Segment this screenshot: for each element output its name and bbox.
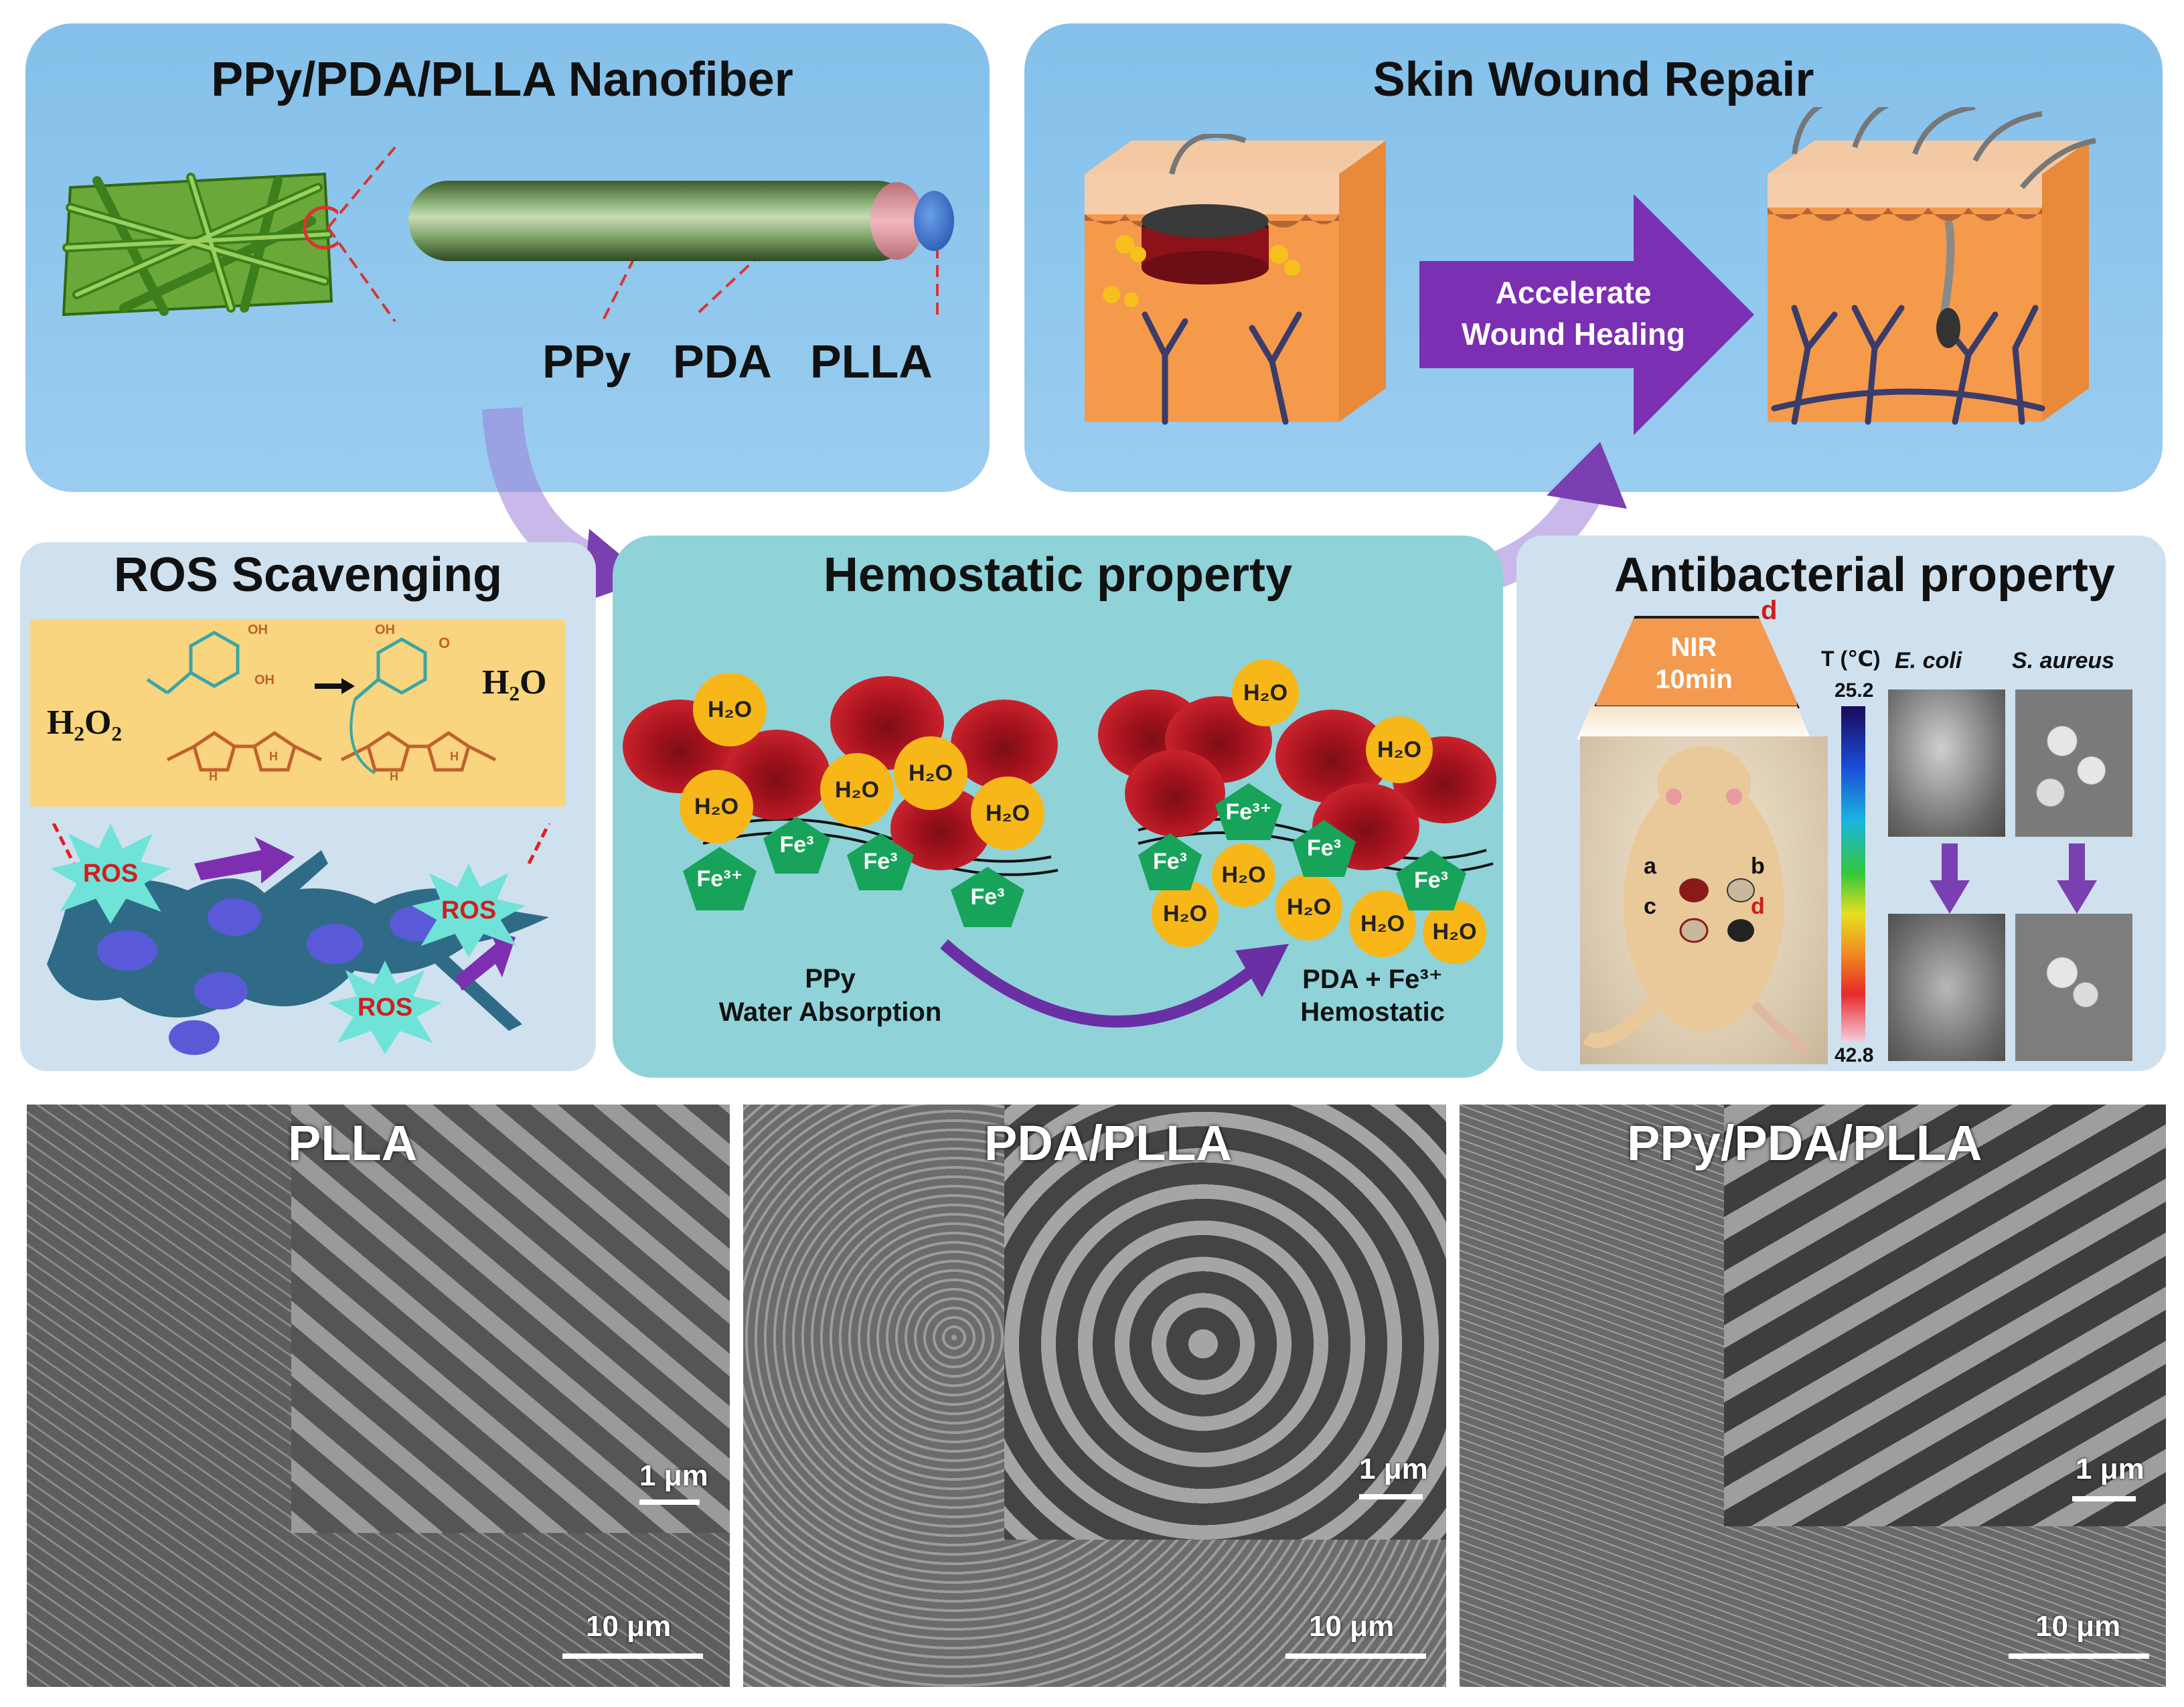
water-molecule: H₂O: [1366, 716, 1433, 783]
layer-label-pda: PDA: [673, 335, 772, 388]
bacteria-arrows: [1930, 843, 2097, 914]
nh-label-1: H: [209, 770, 218, 783]
sem-main-scalebar-ppy-pda-plla: [2009, 1653, 2149, 1659]
sem-main-scale-pda-plla: 10 μm: [1309, 1610, 1395, 1643]
water-molecule: H₂O: [971, 777, 1044, 850]
sem-inset-plla: [291, 1105, 730, 1533]
ros-panel-title: ROS Scavenging: [113, 548, 503, 602]
nanofiber-panel-title: PPy/PDA/PLLA Nanofiber: [211, 53, 793, 106]
sem-image-plla: [27, 1105, 730, 1687]
fiber-mesh-illustration: [62, 172, 338, 317]
water-molecule: H₂O: [1349, 890, 1416, 957]
layer-label-ppy: PPy: [542, 335, 631, 388]
sem-image-pda-plla: [743, 1105, 1446, 1687]
sem-inset-scalebar-plla: [639, 1499, 700, 1505]
spot-label-c: c: [1644, 894, 1656, 919]
sem-inset-scale-ppy-pda-plla: 1 μm: [2076, 1453, 2144, 1485]
ecoli-label: E. coli: [1895, 648, 1962, 673]
water-molecule: H₂O: [680, 770, 753, 843]
ppy-caption-line1: PPy: [805, 964, 856, 993]
saureus-sem-before: [2015, 689, 2132, 837]
sem-title-plla: PLLA: [288, 1115, 418, 1171]
temp-max-label: 42.8: [1835, 1044, 1874, 1066]
sem-main-scalebar-plla: [562, 1653, 703, 1659]
sem-inset-scalebar-ppy-pda-plla: [2072, 1496, 2136, 1501]
pda-caption-line1: PDA + Fe³⁺: [1302, 965, 1443, 994]
sem-inset-scalebar-pda-plla: [1359, 1494, 1423, 1499]
fiber-cylinder: [408, 181, 917, 261]
sem-main-scale-ppy-pda-plla: 10 μm: [2035, 1610, 2121, 1643]
sem-main-scalebar-pda-plla: [1285, 1653, 1426, 1659]
mouse-illustration: [1582, 746, 1810, 1056]
o-label: O: [439, 635, 451, 651]
ecoli-sem-after: [1888, 914, 2005, 1061]
oh-label-1: OH: [248, 623, 268, 637]
h2o2-label: H₂O₂: [47, 704, 123, 742]
sem-image-ppy-pda-plla: [1460, 1105, 2166, 1687]
wound-repair-panel-title: Skin Wound Repair: [1373, 53, 1814, 106]
skin-wound-healed: [1768, 107, 2096, 425]
fiber-plla-core: [914, 191, 954, 251]
water-molecule: H₂O: [1152, 880, 1219, 947]
pda-caption-line2: Hemostatic: [1300, 997, 1445, 1027]
hemostatic-panel-title: Hemostatic property: [823, 548, 1293, 602]
accelerate-arrow: [1419, 194, 1754, 435]
ecoli-sem-before: [1888, 689, 2005, 837]
sem-inset-ppy-pda-plla: [1724, 1105, 2166, 1526]
spot-label-d: d: [1751, 894, 1765, 919]
nh-label-3: H: [390, 770, 398, 783]
red-marker-top: d: [1761, 596, 1778, 625]
accelerate-label-line2: Wound Healing: [1462, 317, 1685, 351]
skin-wound-before: [1085, 134, 1386, 425]
water-molecule: H₂O: [1212, 843, 1275, 907]
sem-inset-scale-pda-plla: 1 μm: [1359, 1453, 1428, 1485]
antibacterial-panel-title: Antibacterial property: [1614, 548, 2116, 602]
sem-title-pda-plla: PDA/PLLA: [984, 1115, 1232, 1171]
water-molecule: H₂O: [1423, 900, 1486, 964]
rbc: [951, 700, 1058, 790]
sem-main-scale-plla: 10 μm: [586, 1610, 672, 1643]
hemostatic-transition-arrow: [940, 939, 1289, 1028]
water-molecule: H₂O: [820, 753, 894, 827]
ros-chemistry-structures: [146, 631, 497, 775]
spot-label-b: b: [1751, 854, 1765, 879]
nir-beam: [1577, 706, 1811, 740]
saureus-sem-after: [2015, 914, 2132, 1061]
ppy-caption-line2: Water Absorption: [718, 997, 942, 1027]
cell-network: [47, 823, 551, 1055]
temp-axis-label: T (℃): [1821, 647, 1881, 671]
water-molecule: H₂O: [1232, 659, 1299, 726]
temp-min-label: 25.2: [1835, 679, 1874, 702]
saureus-label: S. aureus: [2012, 648, 2115, 673]
water-molecule: H₂O: [693, 673, 767, 746]
fe-ion: Fe³: [1138, 833, 1202, 890]
water-molecule: H₂O: [894, 736, 967, 810]
accelerate-label-line1: Accelerate: [1495, 275, 1652, 310]
spot-label-a: a: [1644, 854, 1656, 879]
sem-inset-pda-plla: [1004, 1105, 1446, 1540]
oh-label-3: OH: [375, 623, 395, 637]
sem-inset-scale-plla: 1 μm: [639, 1459, 708, 1492]
ros-reaction-box: [30, 619, 566, 807]
layer-label-plla: PLLA: [810, 335, 933, 388]
nir-label-line2: 10min: [1655, 665, 1733, 694]
rbc: [1125, 750, 1225, 837]
oh-label-2: OH: [254, 673, 275, 687]
nh-label-4: H: [450, 750, 459, 763]
sem-title-ppy-pda-plla: PPy/PDA/PLLA: [1627, 1115, 1982, 1171]
nh-label-2: H: [269, 750, 278, 763]
water-molecule: H₂O: [1275, 874, 1342, 941]
h2o-label: H₂O: [482, 663, 547, 702]
temperature-colorbar: [1841, 706, 1865, 1041]
nir-label-line1: NIR: [1670, 633, 1717, 662]
